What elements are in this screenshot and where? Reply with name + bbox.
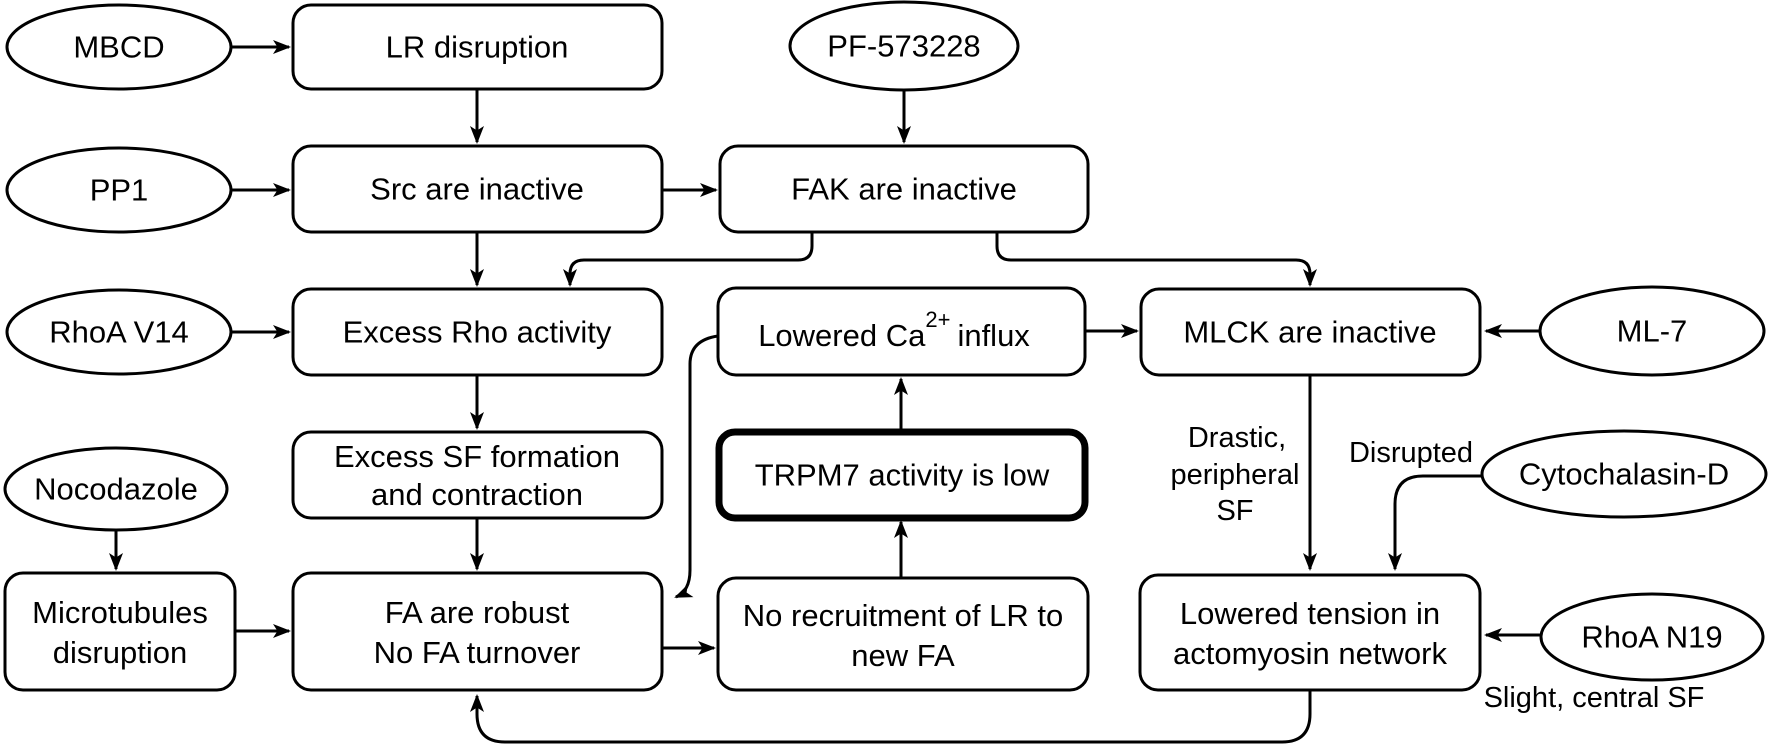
fa-robust-line1: FA are robust	[385, 595, 570, 630]
edge-lowered-tension-to-fa-feedback	[470, 690, 1312, 744]
mlck-inactive-box	[1139, 287, 1482, 377]
mbcd-label: MBCD	[73, 30, 164, 65]
drastic-line3: SF	[1216, 495, 1253, 527]
nocodazole-ellipse	[3, 446, 229, 532]
lowered-ca-text: Lowered Ca	[758, 318, 926, 353]
lowered-tension-box	[1138, 573, 1482, 692]
excess-sf-line1: Excess SF formation	[334, 439, 620, 474]
fak-inactive-box	[718, 144, 1090, 234]
drastic-line2: peripheral	[1171, 459, 1300, 491]
node-trpm7: TRPM7 activity is low	[715, 428, 1089, 522]
rhoa-v14-ellipse	[5, 288, 233, 376]
node-rhoa-n19: RhoA N19	[1539, 592, 1765, 682]
excess-sf-box	[291, 430, 664, 520]
microtubules-label: Microtubules disruption	[32, 595, 208, 670]
src-inactive-box	[291, 144, 664, 234]
fa-robust-box	[291, 571, 664, 692]
no-recruitment-line2: new FA	[851, 638, 955, 673]
edge-fak-to-excess-rho	[563, 232, 814, 287]
node-no-recruitment: No recruitment of LR to new FA	[716, 576, 1090, 692]
src-inactive-label: Src are inactive	[370, 172, 584, 207]
node-microtubules: Microtubules disruption	[3, 571, 237, 692]
node-nocodazole: Nocodazole	[3, 446, 229, 532]
node-ml7: ML-7	[1538, 285, 1766, 377]
node-cytochalasin-d: Cytochalasin-D	[1480, 429, 1768, 519]
slight-central-sf-label: Slight, central SF	[1484, 682, 1705, 714]
pp1-ellipse	[5, 146, 233, 234]
node-pf573228: PF-573228	[788, 0, 1020, 92]
node-pp1: PP1	[5, 146, 233, 234]
lowered-tension-label: Lowered tension in actomyosin network	[1173, 596, 1447, 671]
fak-inactive-label: FAK are inactive	[791, 172, 1017, 207]
edge-cytochalasin-to-lowered-tension	[1388, 474, 1482, 571]
edge-lowered-ca-to-fa	[674, 334, 719, 599]
node-src-inactive: Src are inactive	[291, 144, 664, 234]
edges-layer	[109, 40, 1541, 744]
ml7-ellipse	[1538, 285, 1766, 377]
cytochalasin-d-ellipse	[1480, 429, 1768, 519]
rhoa-v14-label: RhoA V14	[49, 315, 189, 350]
no-recruitment-line1: No recruitment of LR to	[743, 598, 1063, 633]
node-lowered-ca: Lowered Ca2+ influx	[716, 286, 1087, 377]
node-mlck-inactive: MLCK are inactive	[1139, 287, 1482, 377]
lowered-ca-superscript: 2+	[925, 307, 950, 332]
excess-rho-box	[291, 287, 664, 377]
rhoa-n19-ellipse	[1539, 592, 1765, 682]
drastic-line1: Drastic,	[1188, 422, 1286, 454]
cytochalasin-d-label: Cytochalasin-D	[1519, 457, 1729, 492]
node-rhoa-v14: RhoA V14	[5, 288, 233, 376]
lowered-tension-line2: actomyosin network	[1173, 636, 1447, 671]
pf573228-ellipse	[788, 0, 1020, 92]
no-recruitment-label: No recruitment of LR to new FA	[743, 598, 1063, 673]
node-lowered-tension: Lowered tension in actomyosin network	[1138, 573, 1482, 692]
fa-robust-line2: No FA turnover	[374, 635, 581, 670]
microtubules-line1: Microtubules	[32, 595, 208, 630]
node-lr-disruption: LR disruption	[291, 3, 664, 91]
mbcd-ellipse	[5, 3, 233, 91]
microtubules-box	[3, 571, 237, 692]
trpm7-box	[715, 428, 1089, 522]
pp1-label: PP1	[90, 173, 149, 208]
trpm7-label: TRPM7 activity is low	[755, 458, 1050, 493]
lowered-ca-box	[716, 286, 1087, 377]
rhoa-n19-label: RhoA N19	[1581, 620, 1722, 655]
node-mbcd: MBCD	[5, 3, 233, 91]
microtubules-line2: disruption	[53, 635, 187, 670]
lr-disruption-label: LR disruption	[386, 30, 569, 65]
disrupted-label: Disrupted	[1349, 437, 1473, 469]
ml7-label: ML-7	[1617, 314, 1688, 349]
lowered-tension-line1: Lowered tension in	[1180, 596, 1440, 631]
no-recruitment-box	[716, 576, 1090, 692]
pf573228-label: PF-573228	[827, 29, 980, 64]
nocodazole-label: Nocodazole	[34, 472, 198, 507]
node-excess-rho: Excess Rho activity	[291, 287, 664, 377]
mlck-inactive-label: MLCK are inactive	[1183, 315, 1436, 350]
edge-fak-to-mlck	[995, 232, 1317, 287]
excess-rho-label: Excess Rho activity	[343, 315, 612, 350]
lowered-ca-text-2: influx	[957, 318, 1030, 353]
lowered-ca-label: Lowered Ca2+ influx	[758, 307, 1030, 353]
lr-disruption-box	[291, 3, 664, 91]
fa-robust-label: FA are robust No FA turnover	[374, 595, 581, 670]
excess-sf-line2: and contraction	[371, 477, 583, 512]
node-fak-inactive: FAK are inactive	[718, 144, 1090, 234]
node-fa-robust: FA are robust No FA turnover	[291, 571, 664, 692]
